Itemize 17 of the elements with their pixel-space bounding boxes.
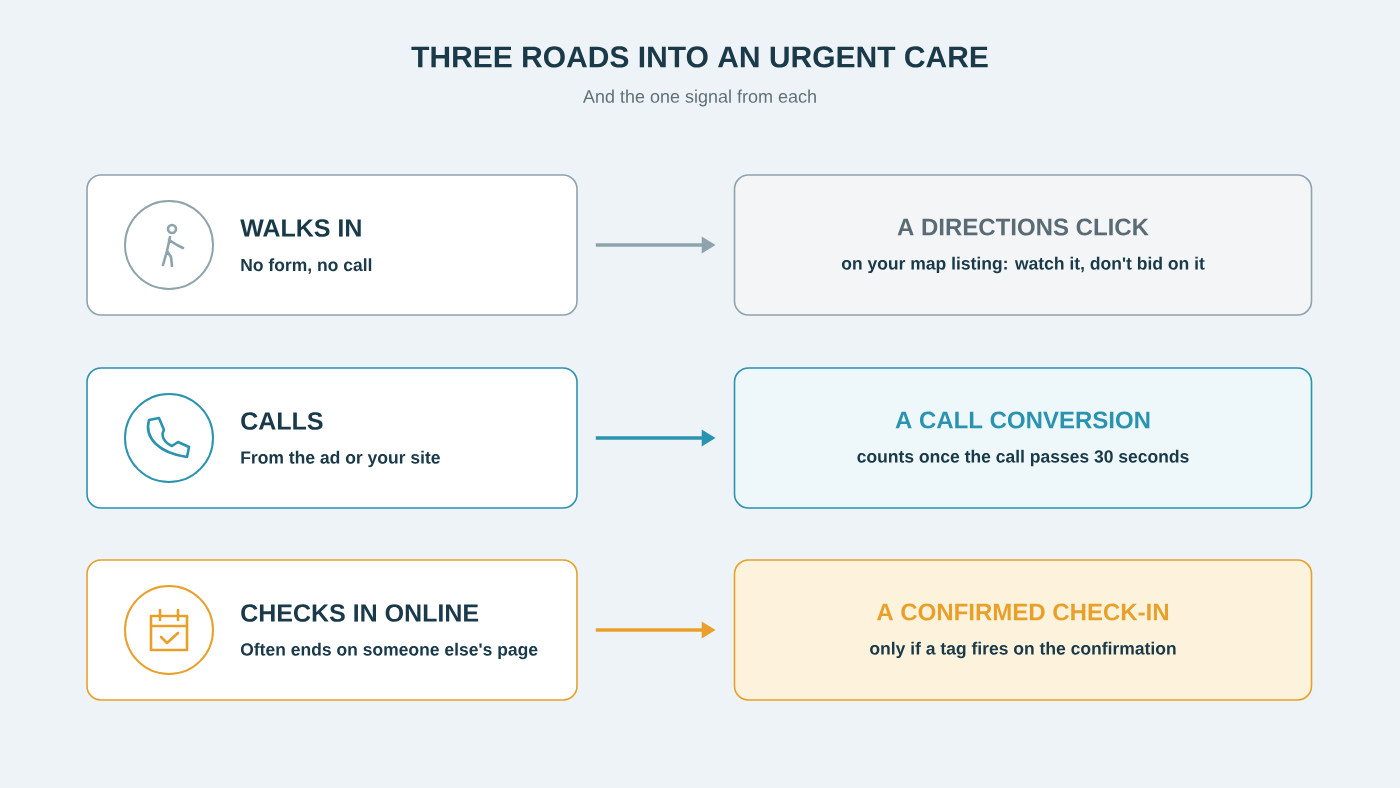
subheading: Often ends on someone else's page	[240, 642, 538, 660]
card	[733, 174, 1313, 316]
heading: A DIRECTIONS CLICK	[897, 218, 1149, 236]
subheading: on your map listing: watch it, don't bid on it	[841, 256, 1205, 274]
heading: A CONFIRMED CHECK-IN	[876, 603, 1168, 621]
subheading: No form, no call	[241, 258, 372, 274]
subheading: only if a tag fires on the confirmation	[870, 641, 1176, 659]
heading: A CALL CONVERSION	[895, 411, 1150, 429]
heading: WALKS IN	[240, 219, 361, 237]
subtitle: And the one signal from each	[582, 89, 816, 107]
heading: CHECKS IN ONLINE	[241, 604, 479, 622]
subheading: From the ad or your site	[241, 450, 440, 468]
subheading: counts once the call passes 30 seconds	[857, 449, 1189, 467]
heading: CALLS	[241, 412, 323, 430]
card	[733, 367, 1313, 509]
card	[733, 559, 1313, 701]
title: THREE ROADS INTO AN URGENT CARE	[411, 46, 988, 68]
